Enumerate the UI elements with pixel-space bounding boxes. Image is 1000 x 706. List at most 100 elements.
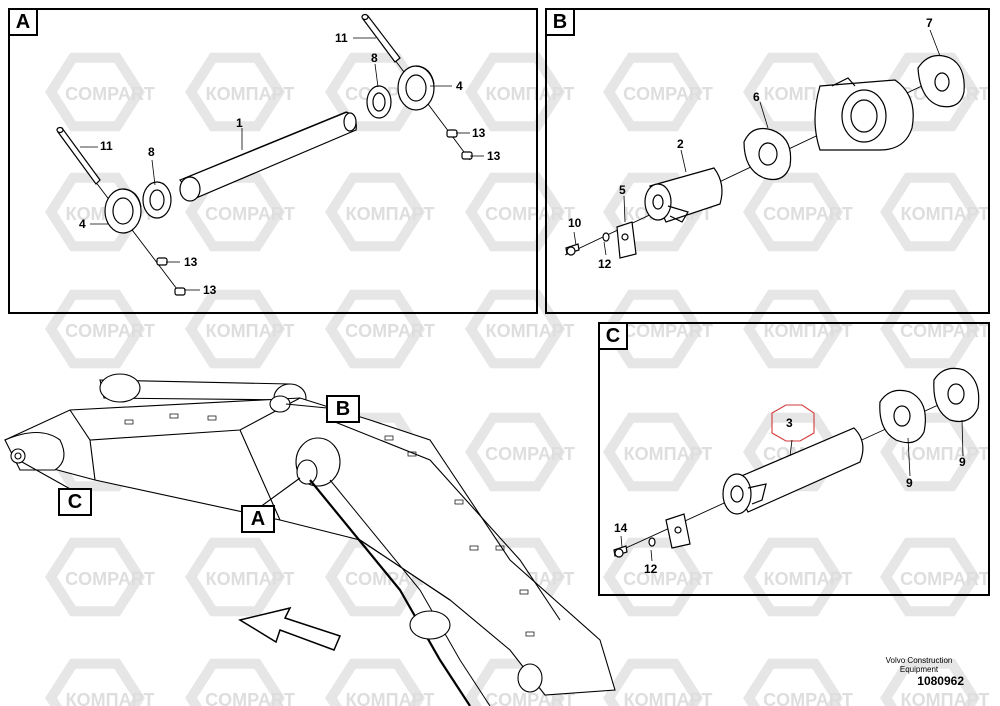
label-part-11-left: 11 (100, 139, 113, 153)
panel-b: B (545, 8, 990, 314)
watermark-text: COMPART (900, 321, 990, 341)
washer-part-12-b (602, 232, 610, 242)
shim-part-9-back (933, 367, 980, 423)
shim-part-8-left (142, 181, 172, 219)
highlight-hexagon (771, 404, 815, 442)
bushing-part-4-left (104, 188, 142, 234)
label-part-9-back: 9 (959, 455, 966, 469)
pin-part-1 (178, 111, 357, 202)
plate-part-5 (616, 221, 637, 259)
label-part-6: 6 (753, 90, 760, 104)
label-part-5: 5 (619, 183, 626, 197)
label-part-13-b: 13 (203, 283, 217, 297)
watermark-text: COMPART (65, 569, 155, 589)
boom-housing (814, 77, 914, 151)
shim-part-8-right (366, 85, 392, 119)
watermark-hexagon (185, 52, 285, 132)
watermark-text: COMPART (65, 321, 155, 341)
watermark-hexagon (185, 172, 285, 252)
pin-part-3 (722, 427, 864, 515)
watermark-text: КОМПАРТ (901, 444, 990, 464)
watermark-text: КОМПАРТ (346, 204, 435, 224)
watermark-hexagon (465, 412, 565, 492)
watermark-text: COMPART (623, 84, 713, 104)
watermark-text: КОМПАРТ (486, 321, 575, 341)
watermark-hexagon (603, 658, 703, 706)
watermark-hexagon (185, 289, 285, 369)
label-part-7: 7 (926, 16, 933, 30)
watermark-text: COMPART (485, 204, 575, 224)
watermark-text: КОМПАРТ (901, 204, 990, 224)
pin-part-2 (644, 167, 723, 223)
label-part-2: 2 (677, 137, 684, 151)
watermark-text: КОМПАРТ (764, 321, 853, 341)
direction-arrow (238, 606, 342, 651)
panel-c: C (598, 322, 990, 596)
label-part-4-left: 4 (79, 217, 86, 231)
label-part-14: 14 (614, 521, 628, 535)
bolt-part-11-right (361, 13, 401, 63)
bolt-part-10 (565, 243, 580, 256)
label-part-9-front: 9 (906, 476, 913, 490)
watermark-hexagon (743, 412, 843, 492)
watermark-hexagon (743, 658, 843, 706)
brand-line-2: Equipment (899, 665, 939, 674)
nipple-part-13 (156, 129, 473, 296)
label-part-11-right: 11 (335, 31, 348, 45)
watermark-hexagon (743, 537, 843, 617)
watermark-hexagon (880, 537, 980, 617)
watermark-hexagon (45, 172, 145, 252)
brand-line-1: Volvo Construction (885, 656, 953, 665)
bolt-part-14 (613, 545, 628, 558)
watermark-text: КОМПАРТ (624, 690, 713, 706)
watermark-text: COMPART (205, 690, 295, 706)
watermark-text: КОМПАРТ (206, 569, 295, 589)
watermark-hexagon (880, 172, 980, 252)
label-part-12-c: 12 (644, 562, 658, 576)
watermark-text: COMPART (623, 569, 713, 589)
label-part-13-d: 13 (487, 149, 501, 163)
watermark-hexagon (743, 172, 843, 252)
label-part-10: 10 (568, 216, 582, 230)
panel-b-leaders (573, 29, 941, 256)
panel-a-parts (56, 13, 484, 296)
shim-part-9-front (879, 389, 926, 444)
callout-b: B (326, 395, 360, 423)
panel-a-letter: A (8, 8, 38, 36)
bolt-part-11-left (56, 126, 101, 185)
label-part-12-b: 12 (598, 257, 612, 271)
label-part-3: 3 (786, 416, 793, 430)
watermark-hexagon (45, 537, 145, 617)
plate-part-c (665, 513, 691, 549)
watermark-hexagon (880, 289, 980, 369)
watermark-text: COMPART (900, 569, 990, 589)
brand-text: Volvo Construction Equipment (874, 656, 964, 674)
panel-b-parts (564, 29, 965, 259)
bushing-part-4-right (397, 65, 435, 111)
callout-a: A (241, 505, 275, 533)
doc-number: 1080962 (917, 674, 964, 688)
label-part-13-c: 13 (472, 126, 486, 140)
panel-c-leaders (620, 419, 964, 562)
watermark-text: КОМПАРТ (66, 690, 155, 706)
panel-c-parts (613, 367, 980, 562)
panel-a-leaders (80, 37, 484, 291)
watermark-text: COMPART (623, 321, 713, 341)
watermark-hexagon (45, 658, 145, 706)
watermark-hexagon (185, 537, 285, 617)
watermark-hexagon (45, 289, 145, 369)
watermark-hexagon (603, 52, 703, 132)
watermark-text: КОМПАРТ (206, 84, 295, 104)
watermark-text: COMPART (763, 690, 853, 706)
watermark-hexagon (325, 289, 425, 369)
watermark-text: COMPART (763, 204, 853, 224)
washer-part-12-c (648, 537, 656, 547)
watermark-hexagon (325, 658, 425, 706)
watermark-text: COMPART (65, 84, 155, 104)
watermark-hexagon (185, 658, 285, 706)
boom-overview (4, 373, 616, 706)
watermark-hexagon (325, 172, 425, 252)
